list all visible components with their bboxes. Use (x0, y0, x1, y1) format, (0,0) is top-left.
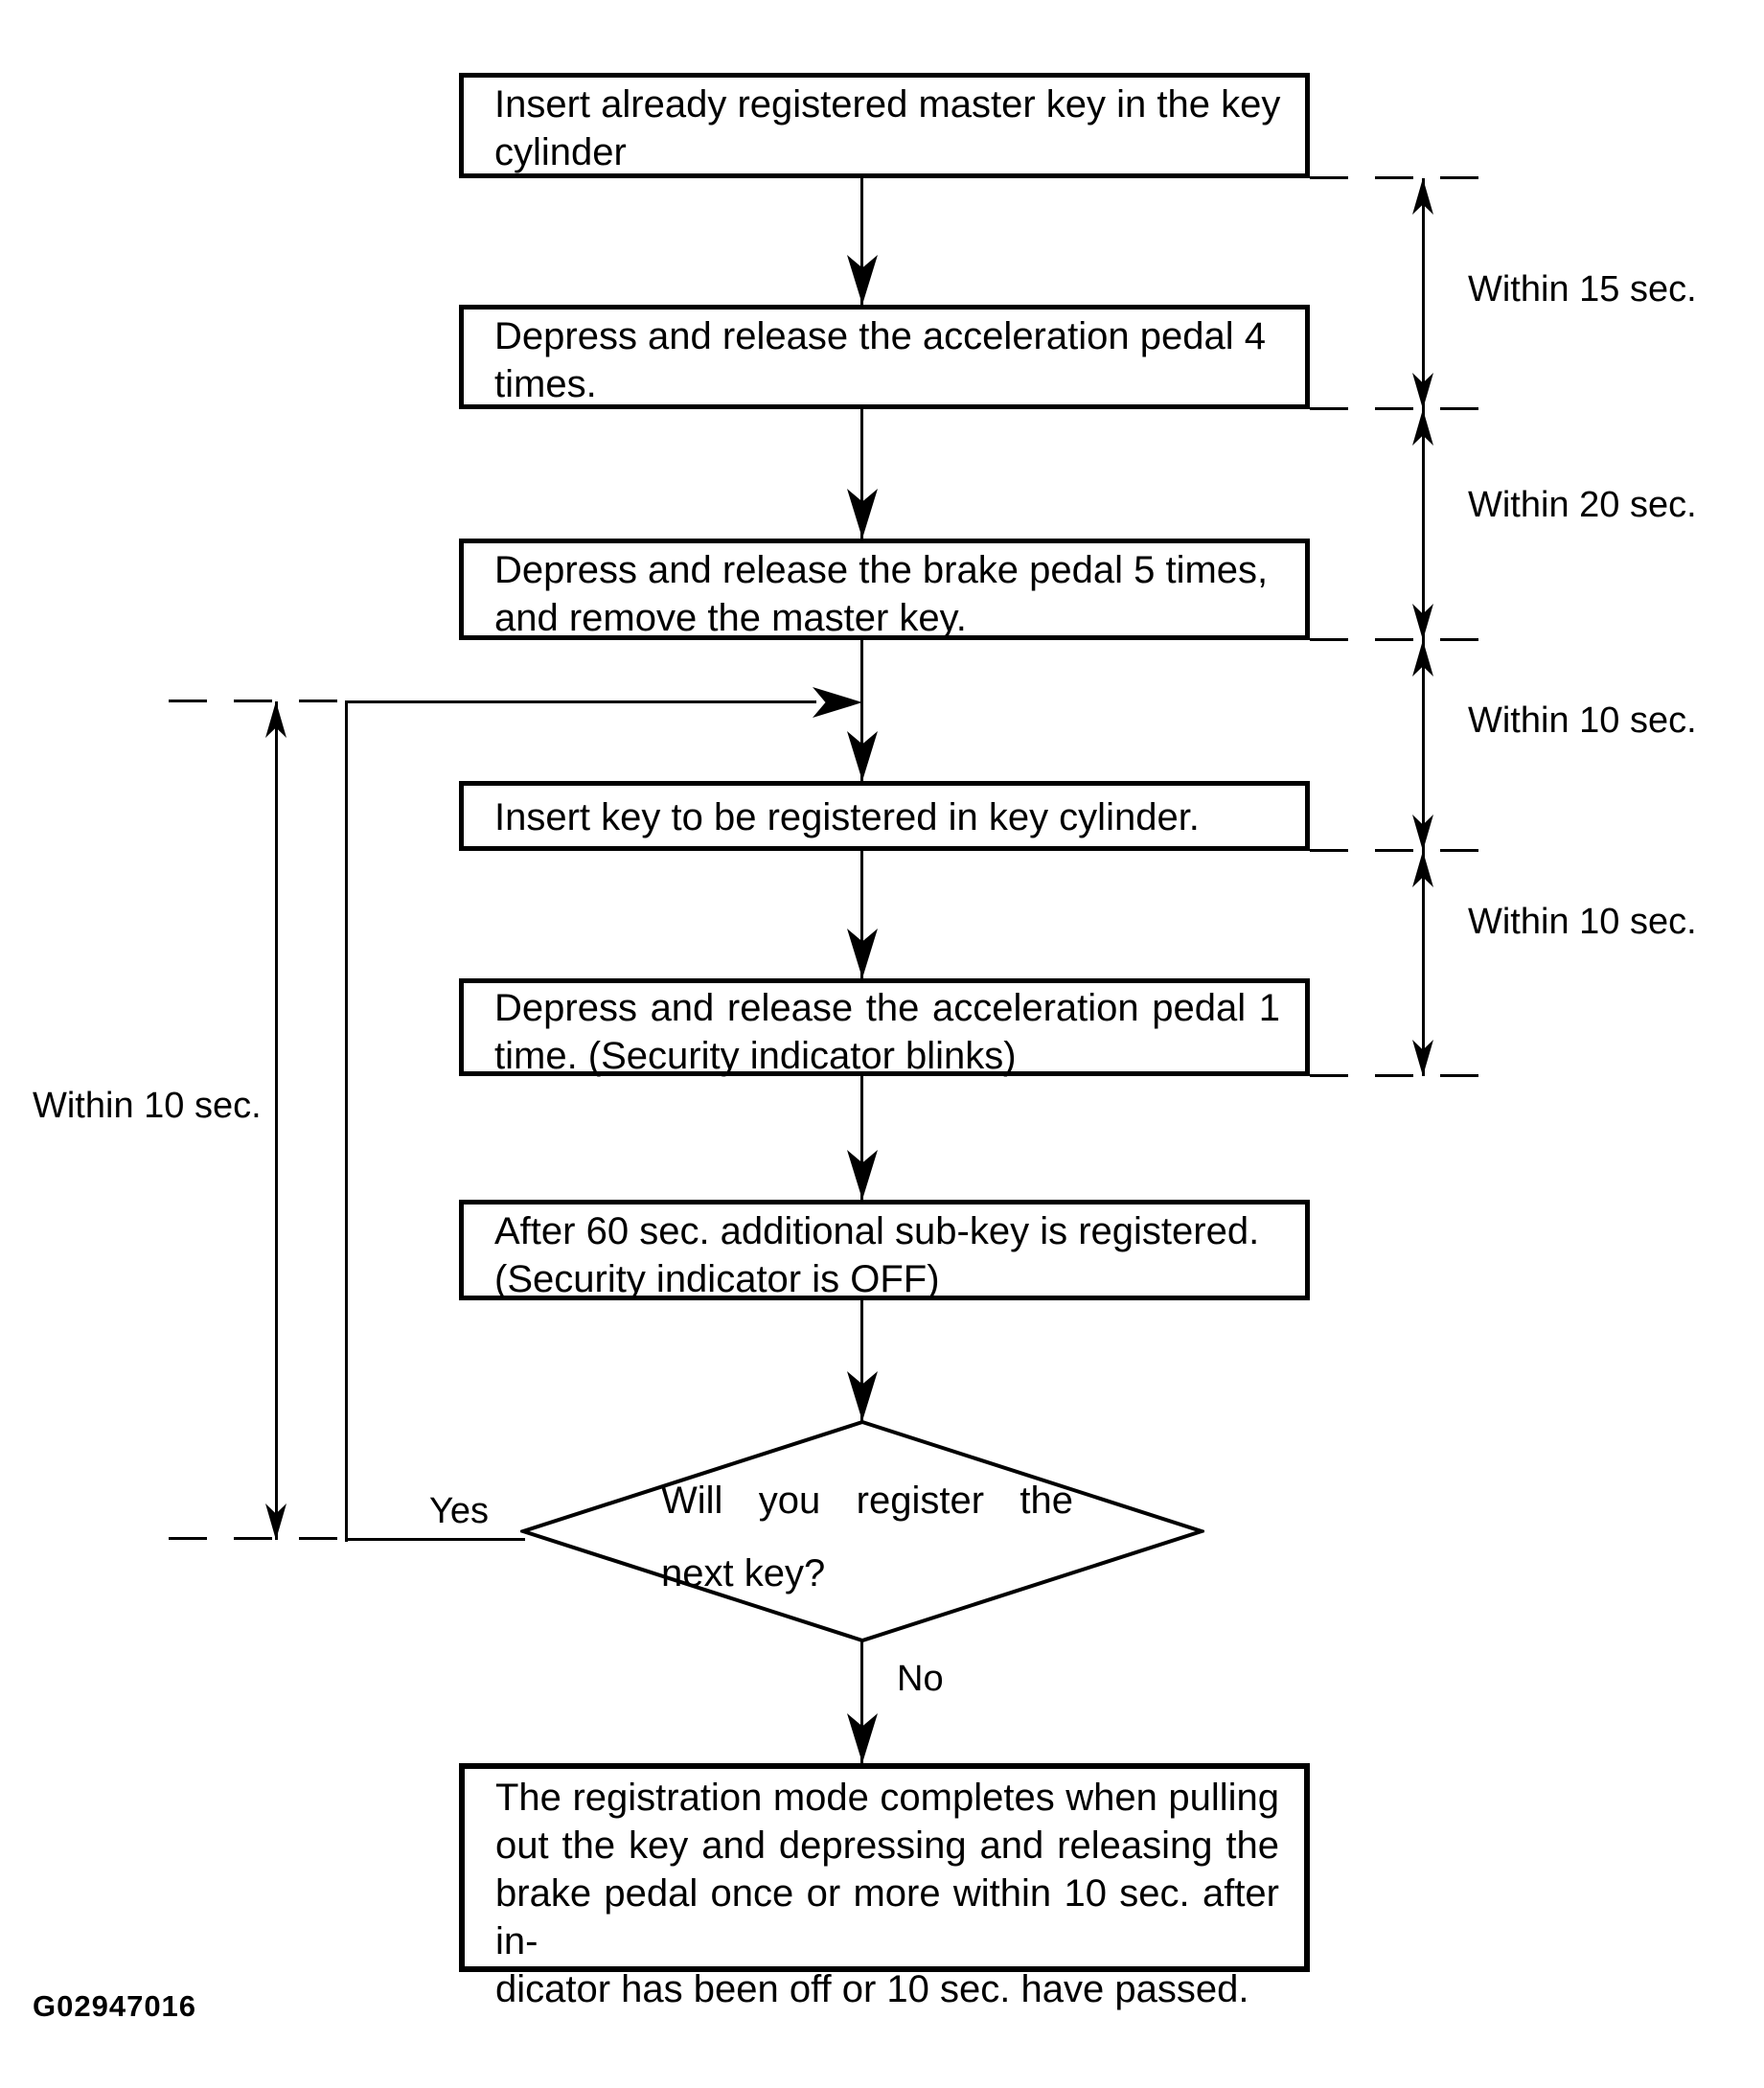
left-dashed-extension-bottom (169, 1537, 347, 1540)
decision-diamond-shape (520, 1419, 1204, 1643)
left-dashed-extension-top (169, 700, 347, 702)
flow-line-no-branch (860, 1641, 863, 1763)
yes-branch-label: Yes (429, 1491, 489, 1531)
text-line: Will you register the (661, 1480, 1073, 1522)
flow-line-4 (860, 851, 863, 978)
flow-line-3 (860, 640, 863, 781)
yes-loop-vertical-line (345, 701, 348, 1542)
no-branch-label: No (897, 1659, 944, 1699)
text-line: out the key and depressing and releasing… (495, 1824, 1279, 1867)
process-box-brake-pedal-5-times: Depress and release the brake pedal 5 ti… (459, 539, 1310, 640)
text-line: times. (494, 363, 597, 405)
left-timing-dimension-line (275, 701, 278, 1540)
text-line: Depress and release the acceleration ped… (494, 987, 1280, 1029)
timing-label-within-15-sec: Within 15 sec. (1468, 269, 1697, 310)
text-line: brake pedal once or more within 10 sec. … (495, 1872, 1279, 1962)
process-box-registration-complete: The registration mode completes when pul… (459, 1763, 1310, 2010)
text-line: dicator has been off or 10 sec. have pas… (495, 1968, 1249, 2010)
flow-line-6 (860, 1300, 863, 1421)
process-box-accel-pedal-4-times: Depress and release the acceleration ped… (459, 305, 1310, 409)
text-line: next key? (661, 1552, 826, 1595)
right-dashed-extension-1 (1310, 176, 1490, 179)
flow-line-5 (860, 1076, 863, 1200)
process-box-insert-master-key: Insert already registered master key in … (459, 73, 1310, 178)
flow-line-2 (860, 409, 863, 539)
decision-question-text: Will you register the next key? (661, 1464, 1073, 1610)
timing-label-within-10-sec-a: Within 10 sec. (1468, 700, 1697, 741)
text-line: cylinder (494, 131, 627, 173)
right-dashed-extension-4 (1310, 849, 1490, 852)
figure-code: G02947016 (33, 1989, 197, 2023)
process-box-subkey-registered: After 60 sec. additional sub-key is regi… (459, 1200, 1310, 1300)
text-line: Insert already registered master key in … (494, 83, 1281, 126)
right-dashed-extension-3 (1310, 638, 1490, 641)
timing-label-within-10-sec-b: Within 10 sec. (1468, 902, 1697, 942)
text-line: Depress and release the acceleration ped… (494, 315, 1266, 357)
process-box-accel-pedal-1-time: Depress and release the acceleration ped… (459, 978, 1310, 1077)
text-line: Insert key to be registered in key cylin… (494, 796, 1200, 838)
text-line: Depress and release the brake pedal 5 ti… (494, 549, 1269, 591)
text-line: and remove the master key. (494, 597, 967, 639)
process-box-insert-key-to-register: Insert key to be registered in key cylin… (459, 781, 1310, 851)
right-dashed-extension-5 (1310, 1074, 1490, 1077)
timing-label-within-20-sec: Within 20 sec. (1468, 485, 1697, 525)
text-line: After 60 sec. additional sub-key is regi… (494, 1210, 1260, 1252)
yes-branch-line (345, 1538, 525, 1541)
text-line: The registration mode completes when pul… (495, 1777, 1279, 1819)
text-line: (Security indicator is OFF) (494, 1258, 940, 1300)
text-line: time. (Security indicator blinks) (494, 1035, 1017, 1077)
timing-label-within-10-sec-loop: Within 10 sec. (33, 1086, 262, 1126)
right-dashed-extension-2 (1310, 407, 1490, 410)
arrowhead-right-icon (813, 687, 862, 718)
flow-line-1 (860, 178, 863, 305)
yes-loop-top-line (345, 700, 816, 703)
